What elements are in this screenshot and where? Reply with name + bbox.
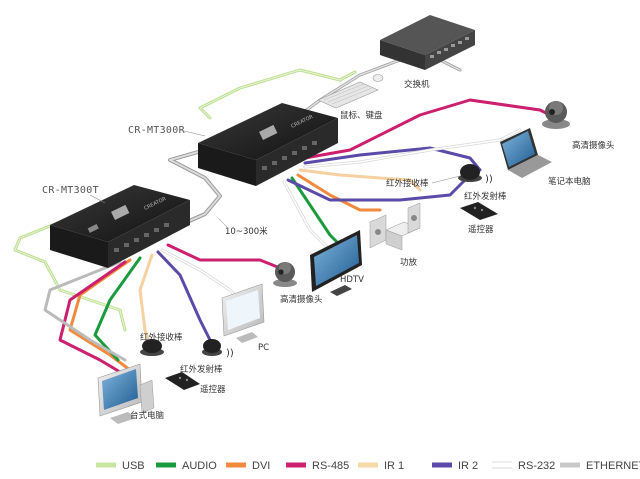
remote-right-label: 遥控器 <box>468 224 494 235</box>
ir-receiver-right-label: 红外接收棒 <box>386 178 429 189</box>
hdtv-label: HDTV <box>340 275 364 285</box>
legend-label-ethernet: ETHERNET <box>586 460 640 472</box>
cable-ir2-mid <box>286 178 467 202</box>
remote-left-label: 遥控器 <box>200 384 226 395</box>
camera-icon-bottom <box>273 262 297 287</box>
ir-emitter-right-label: 红外发射棒 <box>464 191 507 202</box>
mouse-icon <box>372 74 384 82</box>
cable-dvi-right <box>296 173 382 212</box>
transmitter-model: CR-MT300T <box>42 185 99 196</box>
pc-label: PC <box>258 343 269 353</box>
legend-label-rs-232: RS-232 <box>518 460 555 472</box>
ir-receiver-left-label: 红外接收棒 <box>140 332 183 343</box>
cable-ir2-right <box>303 146 482 172</box>
ir-emitter-icon-left: )) <box>202 339 234 359</box>
mouse-keyboard-label: 鼠标、键盘 <box>340 110 383 121</box>
cable-audio-right <box>290 176 342 247</box>
legend: USB AUDIO DVI RS-485 IR 1 IR 2 RS-232 ETHERNET <box>96 460 640 472</box>
cable-ir1-right <box>298 168 422 192</box>
laptop-label: 笔记本电脑 <box>548 176 591 187</box>
cables <box>13 53 562 374</box>
ir-receiver-icon-left <box>140 339 164 356</box>
ir-receiver-icon-right <box>458 164 482 182</box>
svg-text:)): )) <box>226 348 234 359</box>
desktop-label: 台式电脑 <box>130 410 165 421</box>
camera-bottom-label: 高清摄像头 <box>280 294 323 305</box>
svg-text:)): )) <box>485 174 493 185</box>
ir-emitter-icon-right: )) <box>485 174 493 185</box>
camera-top-label: 高清摄像头 <box>572 140 615 151</box>
amplifier-icon <box>369 202 421 251</box>
legend-label-audio: AUDIO <box>182 460 217 472</box>
cable-rs485-left <box>166 243 287 272</box>
hdtv-icon <box>310 230 362 296</box>
legend-label-dvi: DVI <box>252 460 270 472</box>
switch-label: 交换机 <box>404 79 430 90</box>
desktop-icon <box>97 363 155 424</box>
cable-rs485-right <box>303 98 562 160</box>
switch-icon <box>380 15 475 70</box>
distance-label: 10~300米 <box>225 226 268 237</box>
camera-icon-top <box>542 101 570 129</box>
legend-label-ir-1: IR 1 <box>384 460 404 472</box>
cable-rs485-left2 <box>58 260 127 374</box>
legend-label-rs-485: RS-485 <box>312 460 349 472</box>
receiver-model: CR-MT300R <box>128 125 186 136</box>
cable-audio-left <box>93 256 142 362</box>
cable-ir1-left <box>138 253 154 347</box>
pc-icon <box>221 283 265 343</box>
receiver-box: CREATOR <box>198 103 338 186</box>
cable-white-left <box>160 248 242 302</box>
keyboard-icon <box>317 81 379 109</box>
cable-ir2-left <box>156 250 212 342</box>
amplifier-label: 功放 <box>400 257 418 268</box>
transmitter-box: CREATOR <box>50 185 190 268</box>
legend-label-usb: USB <box>122 460 145 472</box>
remote-icon-left <box>165 372 200 390</box>
ir-emitter-left-label: 红外发射棒 <box>180 364 223 375</box>
laptop-icon <box>500 128 552 178</box>
remote-icon-right <box>460 202 498 220</box>
legend-label-ir-2: IR 2 <box>458 460 478 472</box>
cable-gray-left <box>43 260 127 362</box>
